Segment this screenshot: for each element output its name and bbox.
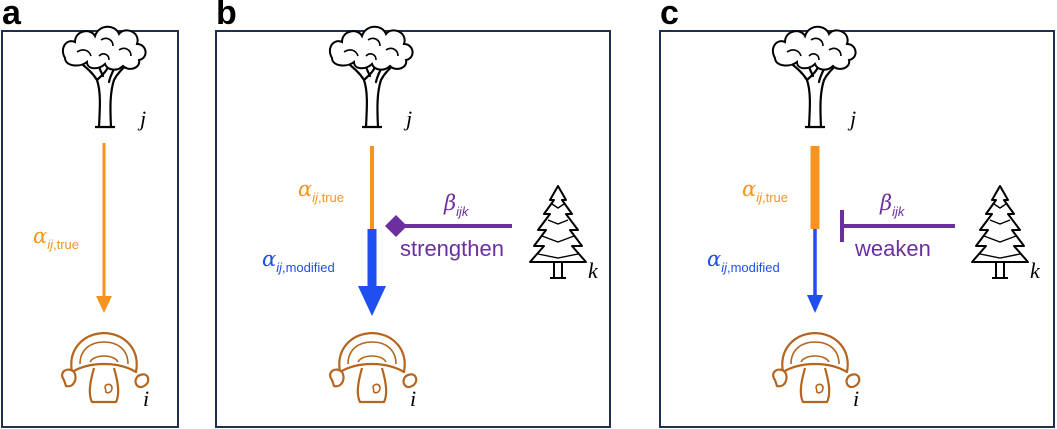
panel-c-frame [659, 30, 1055, 428]
arrowhead-icon [807, 295, 823, 313]
arrowhead-icon [358, 286, 386, 316]
panel-a-letter: a [2, 0, 21, 32]
panel-c-letter: c [660, 0, 679, 32]
broadleaf-tree-icon [61, 25, 147, 129]
panel-c: j αij,true αij,modified βijk weaken k i [707, 25, 1041, 411]
mushroom-icon [329, 331, 418, 404]
node-k-label: k [588, 258, 599, 283]
node-i-label: i [853, 386, 859, 411]
beta-label: βijk [879, 191, 906, 219]
broadleaf-tree-icon [328, 25, 414, 129]
alpha-modified-label: αij,modified [262, 247, 335, 275]
node-j-label: j [403, 106, 412, 131]
panel-a: j αij,true i [33, 25, 150, 411]
panel-b-letter: b [216, 0, 237, 32]
node-i-label: i [143, 386, 149, 411]
mushroom-icon [772, 331, 861, 404]
mushroom-icon [61, 331, 150, 404]
beta-label: βijk [443, 191, 470, 219]
panel-b: j αij,true αij,modified βijk strengthen … [262, 25, 599, 411]
alpha-true-label: αij,true [33, 224, 79, 252]
node-i-label: i [410, 386, 416, 411]
alpha-true-label: αij,true [298, 177, 344, 205]
alpha-true-label: αij,true [742, 177, 788, 205]
effect-label: strengthen [400, 236, 504, 261]
broadleaf-tree-icon [771, 25, 857, 129]
diamond-head-icon [385, 215, 407, 237]
node-j-label: j [847, 106, 856, 131]
panel-b-frame [215, 30, 611, 428]
node-k-label: k [1030, 258, 1041, 283]
alpha-modified-label: αij,modified [707, 247, 780, 275]
arrowhead-icon [96, 296, 112, 313]
node-j-label: j [137, 106, 146, 131]
conifer-tree-icon [529, 185, 587, 279]
conifer-tree-icon [971, 185, 1029, 279]
effect-label: weaken [854, 236, 931, 261]
